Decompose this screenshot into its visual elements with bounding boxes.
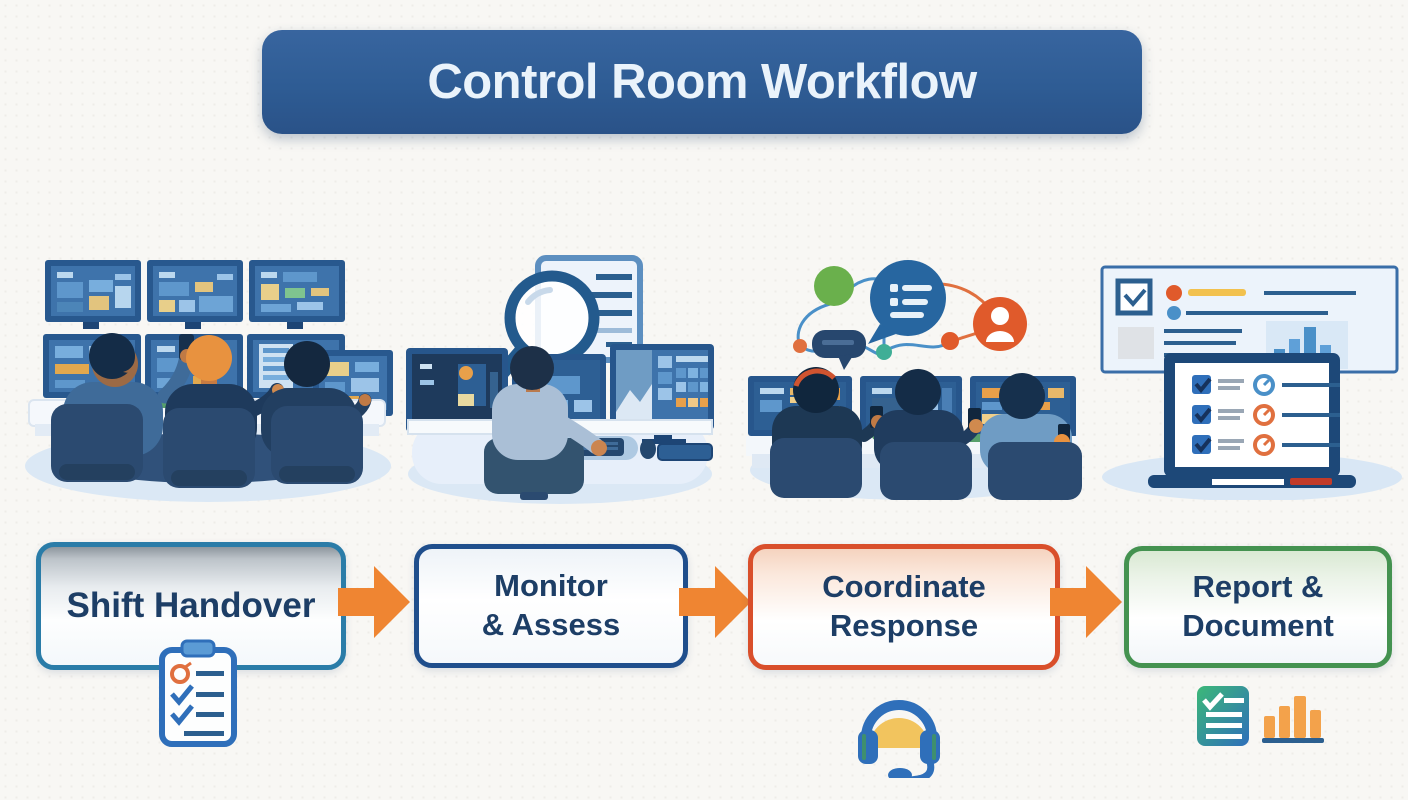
stage-label: Coordinate bbox=[822, 569, 986, 605]
page-title: Control Room Workflow bbox=[427, 55, 977, 109]
flow-arrow-icon bbox=[1050, 566, 1122, 638]
stage-label: Report & bbox=[1192, 569, 1324, 605]
chairs bbox=[770, 438, 1082, 500]
laptop-checklist bbox=[1148, 353, 1356, 488]
stage-label: Shift Handover bbox=[66, 586, 316, 626]
coordinate-response-illustration bbox=[742, 240, 1082, 505]
flow-arrow-icon bbox=[338, 566, 410, 638]
headset-icon bbox=[854, 678, 944, 785]
clipboard-checklist-icon bbox=[154, 638, 242, 748]
title-banner: Control Room Workflow bbox=[262, 30, 1142, 134]
chairs bbox=[51, 404, 363, 488]
report-document-illustration bbox=[1094, 255, 1408, 500]
monitor-assess-illustration bbox=[400, 252, 720, 507]
stage-label: Monitor bbox=[494, 568, 608, 604]
stage-shift-handover: Shift Handover bbox=[36, 542, 346, 670]
chat-bubble-icon bbox=[868, 260, 946, 344]
green-node bbox=[814, 266, 854, 306]
bar-chart-icon bbox=[1262, 692, 1324, 744]
small-chat-icon bbox=[812, 330, 866, 370]
stage-monitor-assess: Monitor & Assess bbox=[414, 544, 688, 668]
shift-handover-illustration bbox=[15, 248, 400, 503]
stage-label: Document bbox=[1182, 608, 1334, 643]
document-check-icon bbox=[1196, 685, 1250, 747]
user-node-icon bbox=[973, 297, 1027, 351]
analyst-figure bbox=[484, 346, 607, 500]
stage-label: & Assess bbox=[481, 607, 621, 642]
flow-arrow-icon bbox=[679, 566, 751, 638]
stage-report-document: Report & Document bbox=[1124, 546, 1392, 668]
stage-label: Response bbox=[829, 608, 979, 643]
stage-coordinate-response: Coordinate Response bbox=[748, 544, 1060, 670]
communication-network bbox=[793, 260, 1027, 370]
